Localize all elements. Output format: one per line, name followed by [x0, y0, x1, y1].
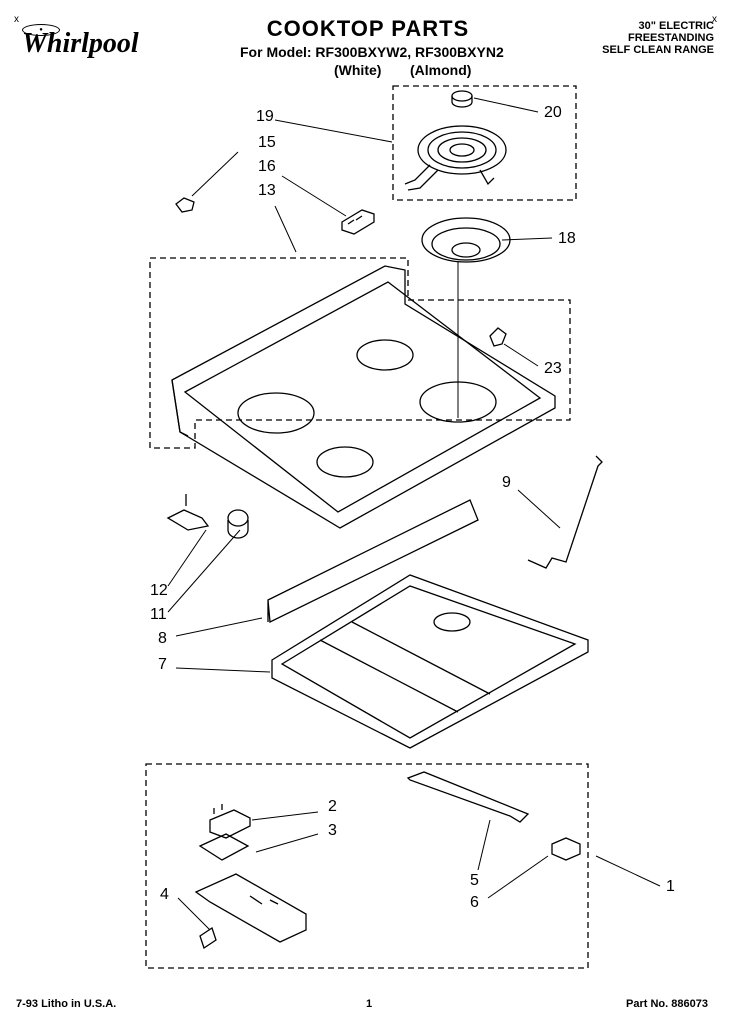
callout-12: 12	[150, 582, 168, 599]
callout-9: 9	[502, 474, 511, 491]
page-title: COOKTOP PARTS	[266, 16, 470, 41]
spec-line-3: SELF CLEAN RANGE	[602, 44, 714, 56]
callout-15: 15	[258, 134, 276, 151]
whirlpool-logo-mark: ●	[22, 24, 60, 36]
spec-line-1: 30" ELECTRIC	[638, 20, 714, 32]
callout-13: 13	[258, 182, 276, 199]
whirlpool-logo: Whirlpool	[22, 28, 139, 59]
callout-5: 5	[470, 872, 479, 889]
spec-line-2: FREESTANDING	[628, 32, 714, 44]
part-4-bracket	[199, 926, 217, 950]
callout-20: 20	[544, 104, 562, 121]
footer-litho: 7-93 Litho in U.S.A.	[16, 998, 117, 1010]
part-15-clip	[175, 197, 195, 213]
callout-6: 6	[470, 894, 479, 911]
part-23-bracket	[489, 327, 507, 347]
model-line: For Model: RF300BXYW2, RF300BXYN2	[240, 44, 504, 60]
part-12-clip	[166, 494, 210, 531]
part-7-burner-box	[271, 574, 589, 749]
svg-text:x: x	[14, 14, 19, 25]
part-9-rod	[527, 455, 603, 569]
footer-page-number: 1	[366, 998, 373, 1010]
cooktop-group-box	[149, 257, 571, 449]
svg-text:x: x	[712, 14, 717, 25]
callout-3: 3	[328, 822, 337, 839]
callout-18: 18	[558, 230, 576, 247]
element-group-box	[392, 85, 577, 201]
part-11-cap	[227, 509, 249, 539]
callout-7: 7	[158, 656, 167, 673]
part-16-receptacle	[341, 209, 375, 235]
variant-almond: (Almond)	[410, 62, 472, 78]
part-19-coil-element	[404, 125, 507, 191]
part-6-block	[551, 837, 581, 861]
part-8-front-strip	[267, 499, 479, 623]
part-3-insulator	[198, 833, 250, 861]
callout-23: 23	[544, 360, 562, 377]
callout-1: 1	[666, 878, 675, 895]
callout-11: 11	[150, 606, 167, 623]
callout-19: 19	[256, 108, 274, 125]
part-2-switch	[209, 804, 251, 839]
part-18-drip-bowl	[421, 217, 511, 263]
part-4-mounting-plate	[194, 873, 307, 943]
callout-8: 8	[158, 630, 167, 647]
callout-16: 16	[258, 158, 276, 175]
footer-part-number: Part No. 886073	[626, 998, 708, 1010]
part-5-strap	[406, 771, 530, 823]
part-13-cooktop	[171, 262, 556, 529]
variant-white: (White)	[334, 62, 382, 78]
callout-2: 2	[328, 798, 337, 815]
part-20-cap	[451, 90, 473, 108]
bottom-parts-box	[145, 763, 589, 969]
callout-4: 4	[160, 886, 169, 903]
